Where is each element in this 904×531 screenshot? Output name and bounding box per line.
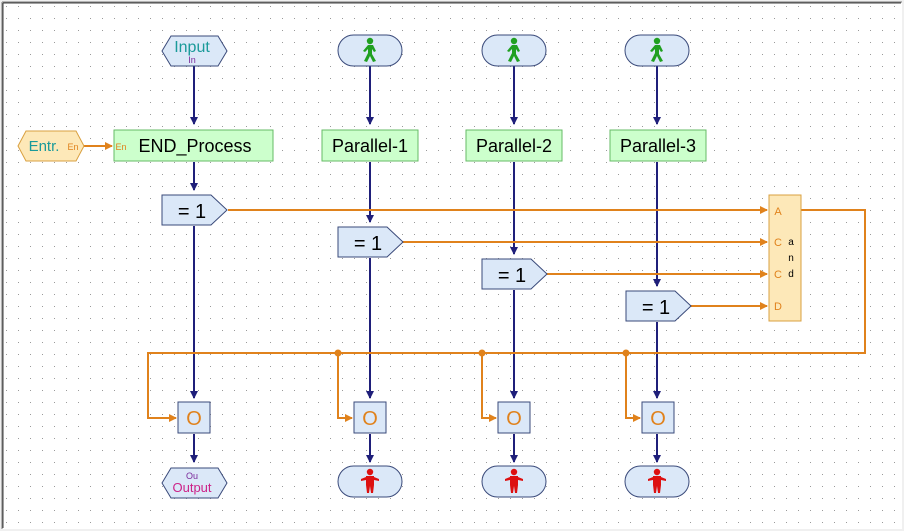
input-node-port: In xyxy=(188,55,196,65)
compare-block-label: = 1 xyxy=(354,233,382,255)
parallel-block-3[interactable]: Parallel-3 xyxy=(609,129,707,162)
go-pedestrian-icon xyxy=(363,37,376,62)
output-block-1[interactable]: O xyxy=(177,401,211,434)
parallel-block-label: Parallel-1 xyxy=(332,136,408,156)
stop-node-2[interactable] xyxy=(481,465,547,498)
output-node-port: Ou xyxy=(186,471,198,481)
stop-node-1[interactable] xyxy=(337,465,403,498)
and-gate-port-d: D xyxy=(774,301,782,313)
and-gate-port-a: A xyxy=(774,206,782,218)
input-node-label: Input xyxy=(174,39,210,56)
compare-block-1[interactable]: = 1 xyxy=(161,194,228,226)
parallel-block-label: Parallel-3 xyxy=(620,136,696,156)
stop-pedestrian-icon xyxy=(505,468,523,493)
parallel-block-2[interactable]: Parallel-2 xyxy=(465,129,563,162)
junction-dots xyxy=(334,349,630,357)
output-block-label: O xyxy=(506,408,522,430)
output-block-label: O xyxy=(186,408,202,430)
process-block-label: END_Process xyxy=(138,136,251,157)
input-node[interactable]: Input In xyxy=(161,35,228,67)
output-block-2[interactable]: O xyxy=(353,401,387,434)
output-block-label: O xyxy=(650,408,666,430)
compare-block-label: = 1 xyxy=(498,265,526,287)
process-block-port: En xyxy=(115,142,126,152)
parallel-block-label: Parallel-2 xyxy=(476,136,552,156)
go-pedestrian-icon xyxy=(507,37,520,62)
stop-pedestrian-icon xyxy=(648,468,666,493)
go-pedestrian-icon xyxy=(650,37,663,62)
entry-node-port: En xyxy=(67,142,78,152)
compare-block-label: = 1 xyxy=(642,297,670,319)
parallel-block-1[interactable]: Parallel-1 xyxy=(321,129,419,162)
process-block-end[interactable]: En END_Process xyxy=(113,129,274,162)
start-node-2[interactable] xyxy=(481,34,547,67)
compare-block-2[interactable]: = 1 xyxy=(337,226,404,258)
entry-node-label: Entr. xyxy=(29,138,60,155)
flow-lines xyxy=(190,66,661,463)
compare-block-label: = 1 xyxy=(178,201,206,223)
and-gate-port-c1: C xyxy=(774,237,782,249)
stop-pedestrian-icon xyxy=(361,468,379,493)
output-block-label: O xyxy=(362,408,378,430)
output-node[interactable]: Ou Output xyxy=(161,467,228,499)
output-block-4[interactable]: O xyxy=(641,401,675,434)
start-node-1[interactable] xyxy=(337,34,403,67)
start-node-3[interactable] xyxy=(624,34,690,67)
output-node-label: Output xyxy=(172,480,211,495)
signal-lines xyxy=(84,142,866,422)
entry-node[interactable]: Entr. En xyxy=(17,130,85,162)
and-gate-port-c2: C xyxy=(774,269,782,281)
output-block-3[interactable]: O xyxy=(497,401,531,434)
compare-block-3[interactable]: = 1 xyxy=(481,258,548,290)
stop-node-3[interactable] xyxy=(624,465,690,498)
compare-block-4[interactable]: = 1 xyxy=(625,290,692,322)
